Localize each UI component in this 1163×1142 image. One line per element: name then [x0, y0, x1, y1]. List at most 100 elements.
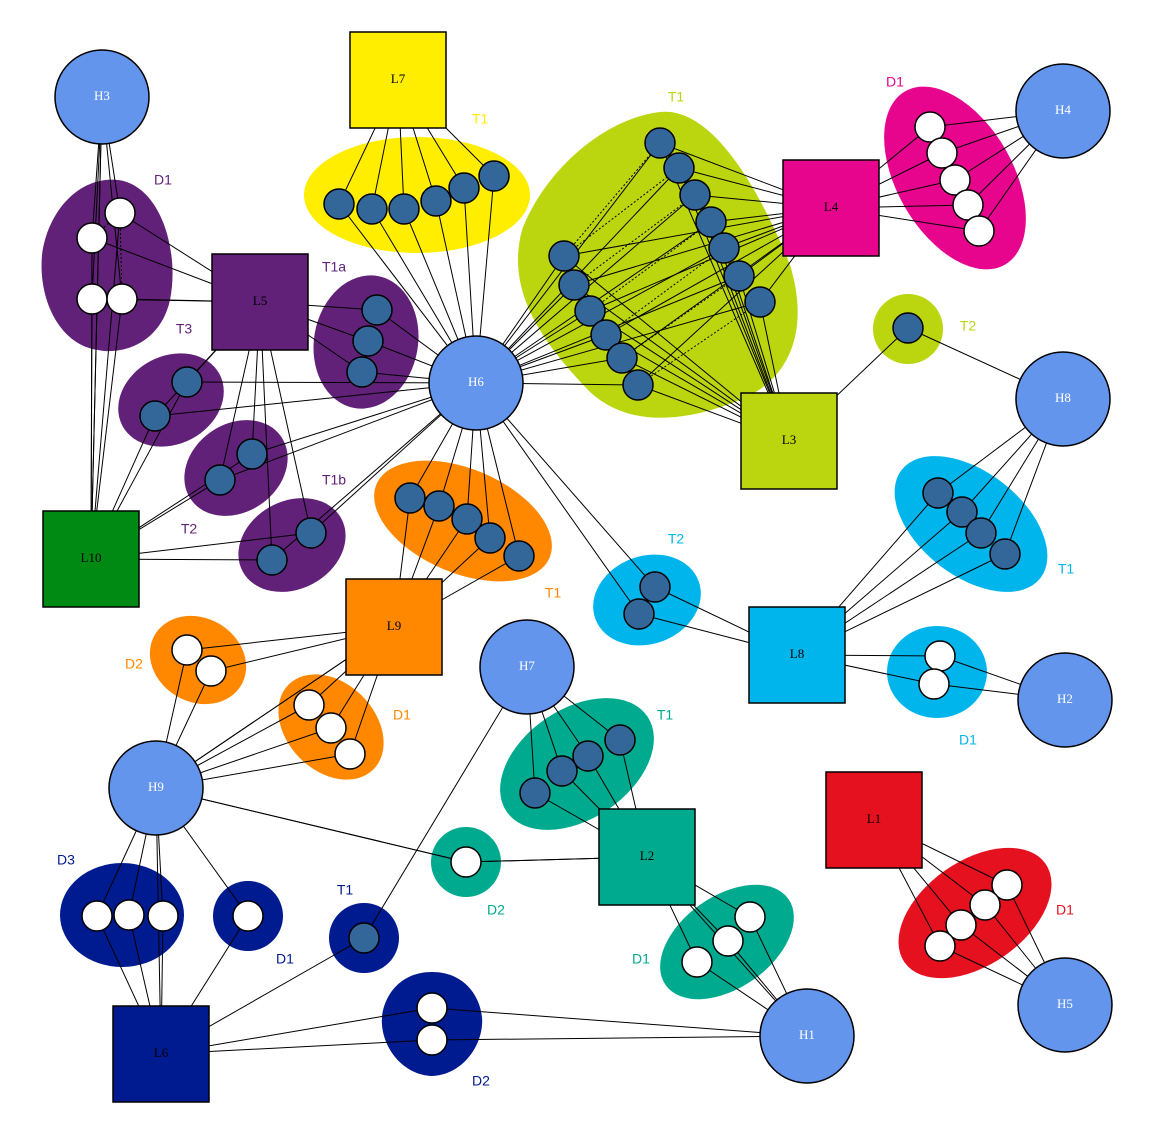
- member-node: [334, 738, 366, 770]
- member-node: [139, 400, 171, 432]
- member-node: [352, 325, 384, 357]
- member-node: [574, 295, 606, 327]
- host-h5: H5: [1017, 957, 1113, 1053]
- member-node: [922, 477, 954, 509]
- location-label: L6: [154, 1045, 169, 1060]
- group-label-l8-t2: T2: [668, 531, 685, 547]
- member-node: [644, 127, 676, 159]
- group-label-l5-d1: D1: [154, 172, 172, 188]
- member-node: [106, 283, 138, 315]
- member-node: [965, 517, 997, 549]
- member-node: [113, 899, 145, 931]
- member-node: [171, 634, 203, 666]
- host-label: H2: [1057, 691, 1073, 706]
- group-label-l5-t3: T3: [176, 321, 193, 337]
- member-node: [76, 283, 108, 315]
- location-label: L5: [253, 293, 267, 308]
- member-node: [572, 740, 604, 772]
- group-label-l4-t1: T1: [668, 89, 685, 105]
- host-h8: H8: [1015, 351, 1111, 447]
- member-node: [147, 900, 179, 932]
- group-label-l5-t1a: T1a: [322, 259, 346, 275]
- member-node: [622, 369, 654, 401]
- member-node: [416, 992, 448, 1024]
- member-node: [448, 172, 480, 204]
- member-node: [171, 366, 203, 398]
- location-l3: L3: [740, 392, 838, 490]
- member-node: [346, 356, 378, 388]
- group-label-l6-d3: D3: [57, 852, 75, 868]
- member-node: [924, 640, 956, 672]
- member-node: [81, 900, 113, 932]
- member-node: [420, 185, 452, 217]
- location-label: L10: [81, 550, 102, 565]
- member-node: [963, 215, 995, 247]
- member-node: [744, 286, 776, 318]
- member-node: [708, 232, 740, 264]
- group-label-l7-t1: T1: [472, 111, 489, 127]
- member-node: [679, 179, 711, 211]
- host-h2: H2: [1017, 652, 1113, 748]
- member-node: [623, 598, 655, 630]
- member-node: [503, 540, 535, 572]
- group-label-l8-d1: D1: [959, 732, 977, 748]
- group-blob-l7-t1: [304, 137, 530, 253]
- member-node: [590, 319, 622, 351]
- member-node: [416, 1024, 448, 1056]
- member-node: [734, 901, 766, 933]
- location-l8: L8: [748, 606, 846, 704]
- group-label-l5-t2: T2: [181, 521, 198, 537]
- group-label-l4-d1: D1: [886, 74, 904, 90]
- member-node: [76, 222, 108, 254]
- group-label-l6-d1: D1: [276, 951, 294, 967]
- group-label-l9-d1: D1: [393, 707, 411, 723]
- host-label: H6: [468, 374, 484, 389]
- member-node: [323, 188, 355, 220]
- group-label-l9-d2: D2: [125, 656, 143, 672]
- member-node: [195, 655, 227, 687]
- member-node: [236, 438, 268, 470]
- location-label: L2: [640, 848, 654, 863]
- host-h3: H3: [54, 49, 150, 145]
- member-node: [892, 312, 924, 344]
- location-l1: L1: [825, 771, 923, 869]
- member-node: [546, 755, 578, 787]
- location-l4: L4: [782, 159, 880, 257]
- member-node: [695, 206, 727, 238]
- member-node: [451, 503, 483, 535]
- member-node: [293, 689, 325, 721]
- member-node: [232, 900, 264, 932]
- group-label-l2-d2: D2: [487, 902, 505, 918]
- host-h9: H9: [108, 740, 204, 836]
- member-node: [256, 544, 288, 576]
- location-label: L8: [790, 646, 804, 661]
- member-node: [939, 164, 971, 196]
- group-label-l9-t1: T1: [545, 585, 562, 601]
- member-node: [474, 522, 506, 554]
- member-node: [604, 724, 636, 756]
- group-blob-l6-d2: [381, 972, 483, 1076]
- host-h7: H7: [479, 619, 575, 715]
- location-label: L4: [824, 199, 839, 214]
- host-label: H3: [94, 88, 110, 103]
- host-label: H9: [148, 779, 164, 794]
- host-label: H4: [1055, 102, 1071, 117]
- host-label: H7: [519, 658, 535, 673]
- group-label-l2-d1: D1: [632, 951, 650, 967]
- group-label-l5-t1b: T1b: [322, 472, 346, 488]
- location-l5: L5: [211, 253, 309, 351]
- member-node: [478, 160, 510, 192]
- group-label-l6-d2: D2: [472, 1073, 490, 1089]
- group-label-l8-t1: T1: [1058, 561, 1075, 577]
- member-node: [348, 922, 380, 954]
- member-node: [914, 111, 946, 143]
- member-node: [712, 925, 744, 957]
- member-node: [450, 846, 482, 878]
- member-node: [356, 193, 388, 225]
- member-node: [918, 668, 950, 700]
- group-blob-l5-d1: [41, 179, 173, 352]
- host-h4: H4: [1015, 63, 1111, 159]
- location-label: L1: [867, 811, 881, 826]
- member-node: [663, 152, 695, 184]
- location-l10: L10: [42, 510, 140, 608]
